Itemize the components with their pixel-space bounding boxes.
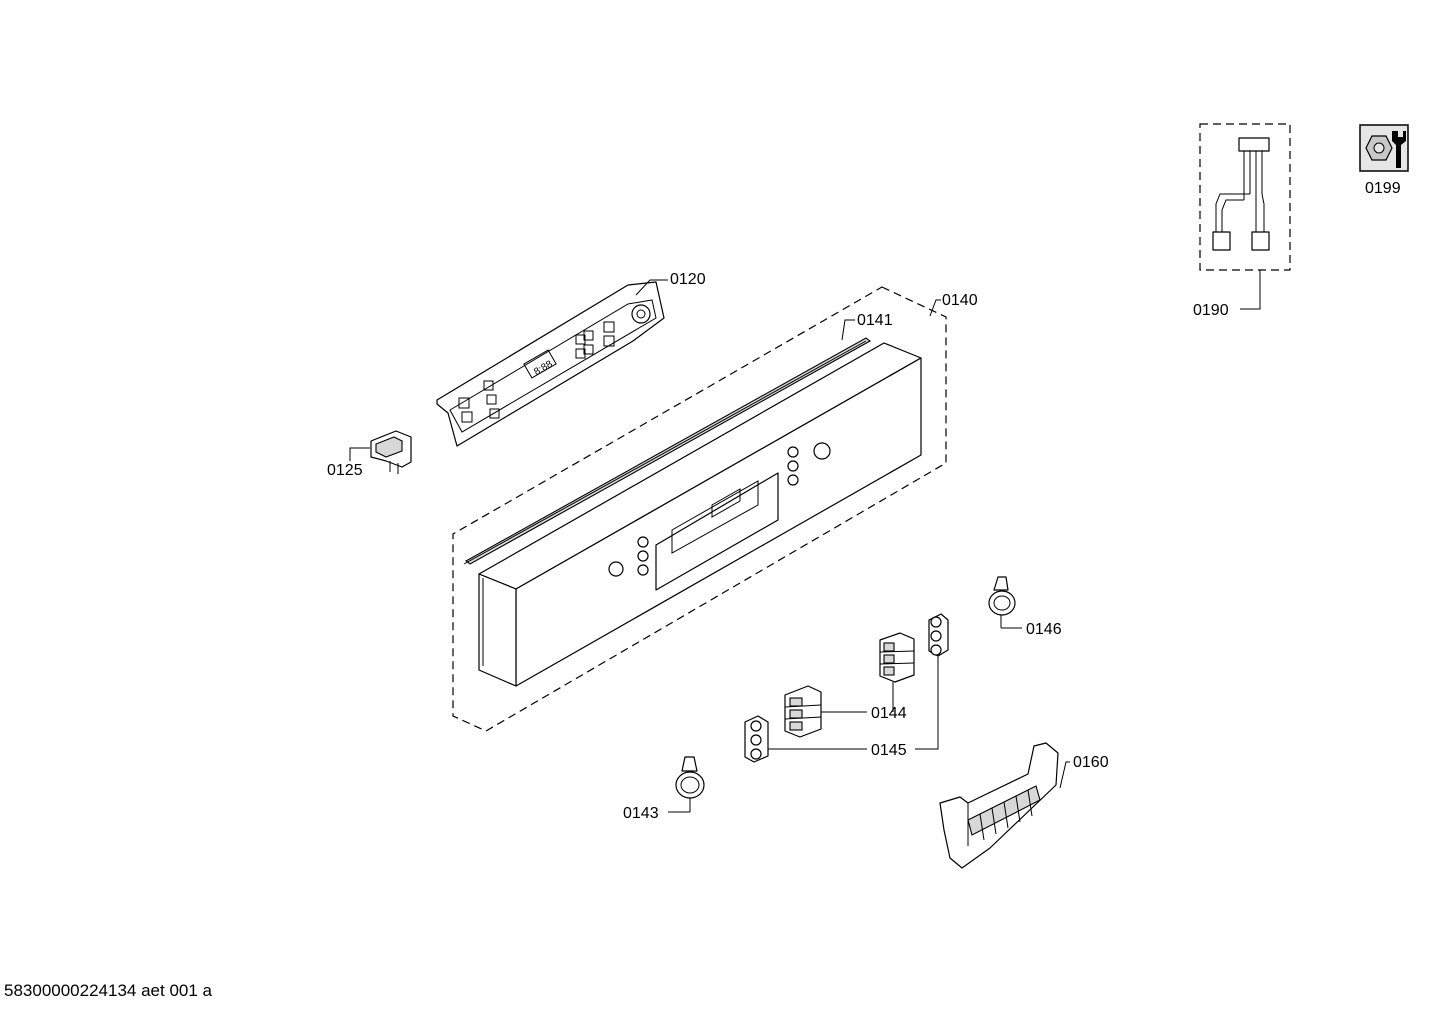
label-0199: 0199 [1365, 180, 1401, 197]
label-0143: 0143 [623, 805, 659, 822]
part-0190-wiring-harness [1212, 137, 1270, 251]
part-0144-button-block-upper [879, 632, 915, 683]
leader-0120 [635, 279, 668, 296]
part-0160-connector-strip [939, 742, 1059, 869]
wrench-nut-icon [1359, 124, 1409, 172]
label-0140: 0140 [942, 292, 978, 309]
part-0144-button-block-lower [784, 685, 822, 738]
part-0146-knob [988, 576, 1016, 628]
assembly-group-0140-outline [452, 286, 947, 732]
leader-0140 [929, 299, 941, 317]
part-0120-electronic-module: 8:88 [436, 281, 665, 447]
label-0141: 0141 [857, 312, 893, 329]
part-0141-gasket [463, 337, 872, 565]
part-0140-control-panel [478, 342, 922, 687]
label-0160: 0160 [1073, 754, 1109, 771]
leader-0160 [1059, 761, 1070, 789]
label-0146: 0146 [1026, 621, 1062, 638]
harness-0190-outline [1199, 123, 1291, 271]
leader-0145-upper [915, 656, 939, 750]
part-0125-clip [370, 430, 412, 474]
label-0145: 0145 [871, 742, 907, 759]
part-0145-button-carrier-upper [928, 613, 949, 657]
part-0145-button-carrier-lower [744, 715, 769, 763]
label-0190: 0190 [1193, 302, 1229, 319]
leader-0141 [841, 319, 855, 341]
leader-0125 [349, 447, 370, 461]
document-reference: 58300000224134 aet 001 a [4, 981, 212, 1000]
label-0144: 0144 [871, 705, 907, 722]
leader-0190 [1240, 270, 1261, 310]
part-0143-knob [675, 756, 705, 812]
label-0125: 0125 [327, 462, 363, 479]
label-0120: 0120 [670, 271, 706, 288]
